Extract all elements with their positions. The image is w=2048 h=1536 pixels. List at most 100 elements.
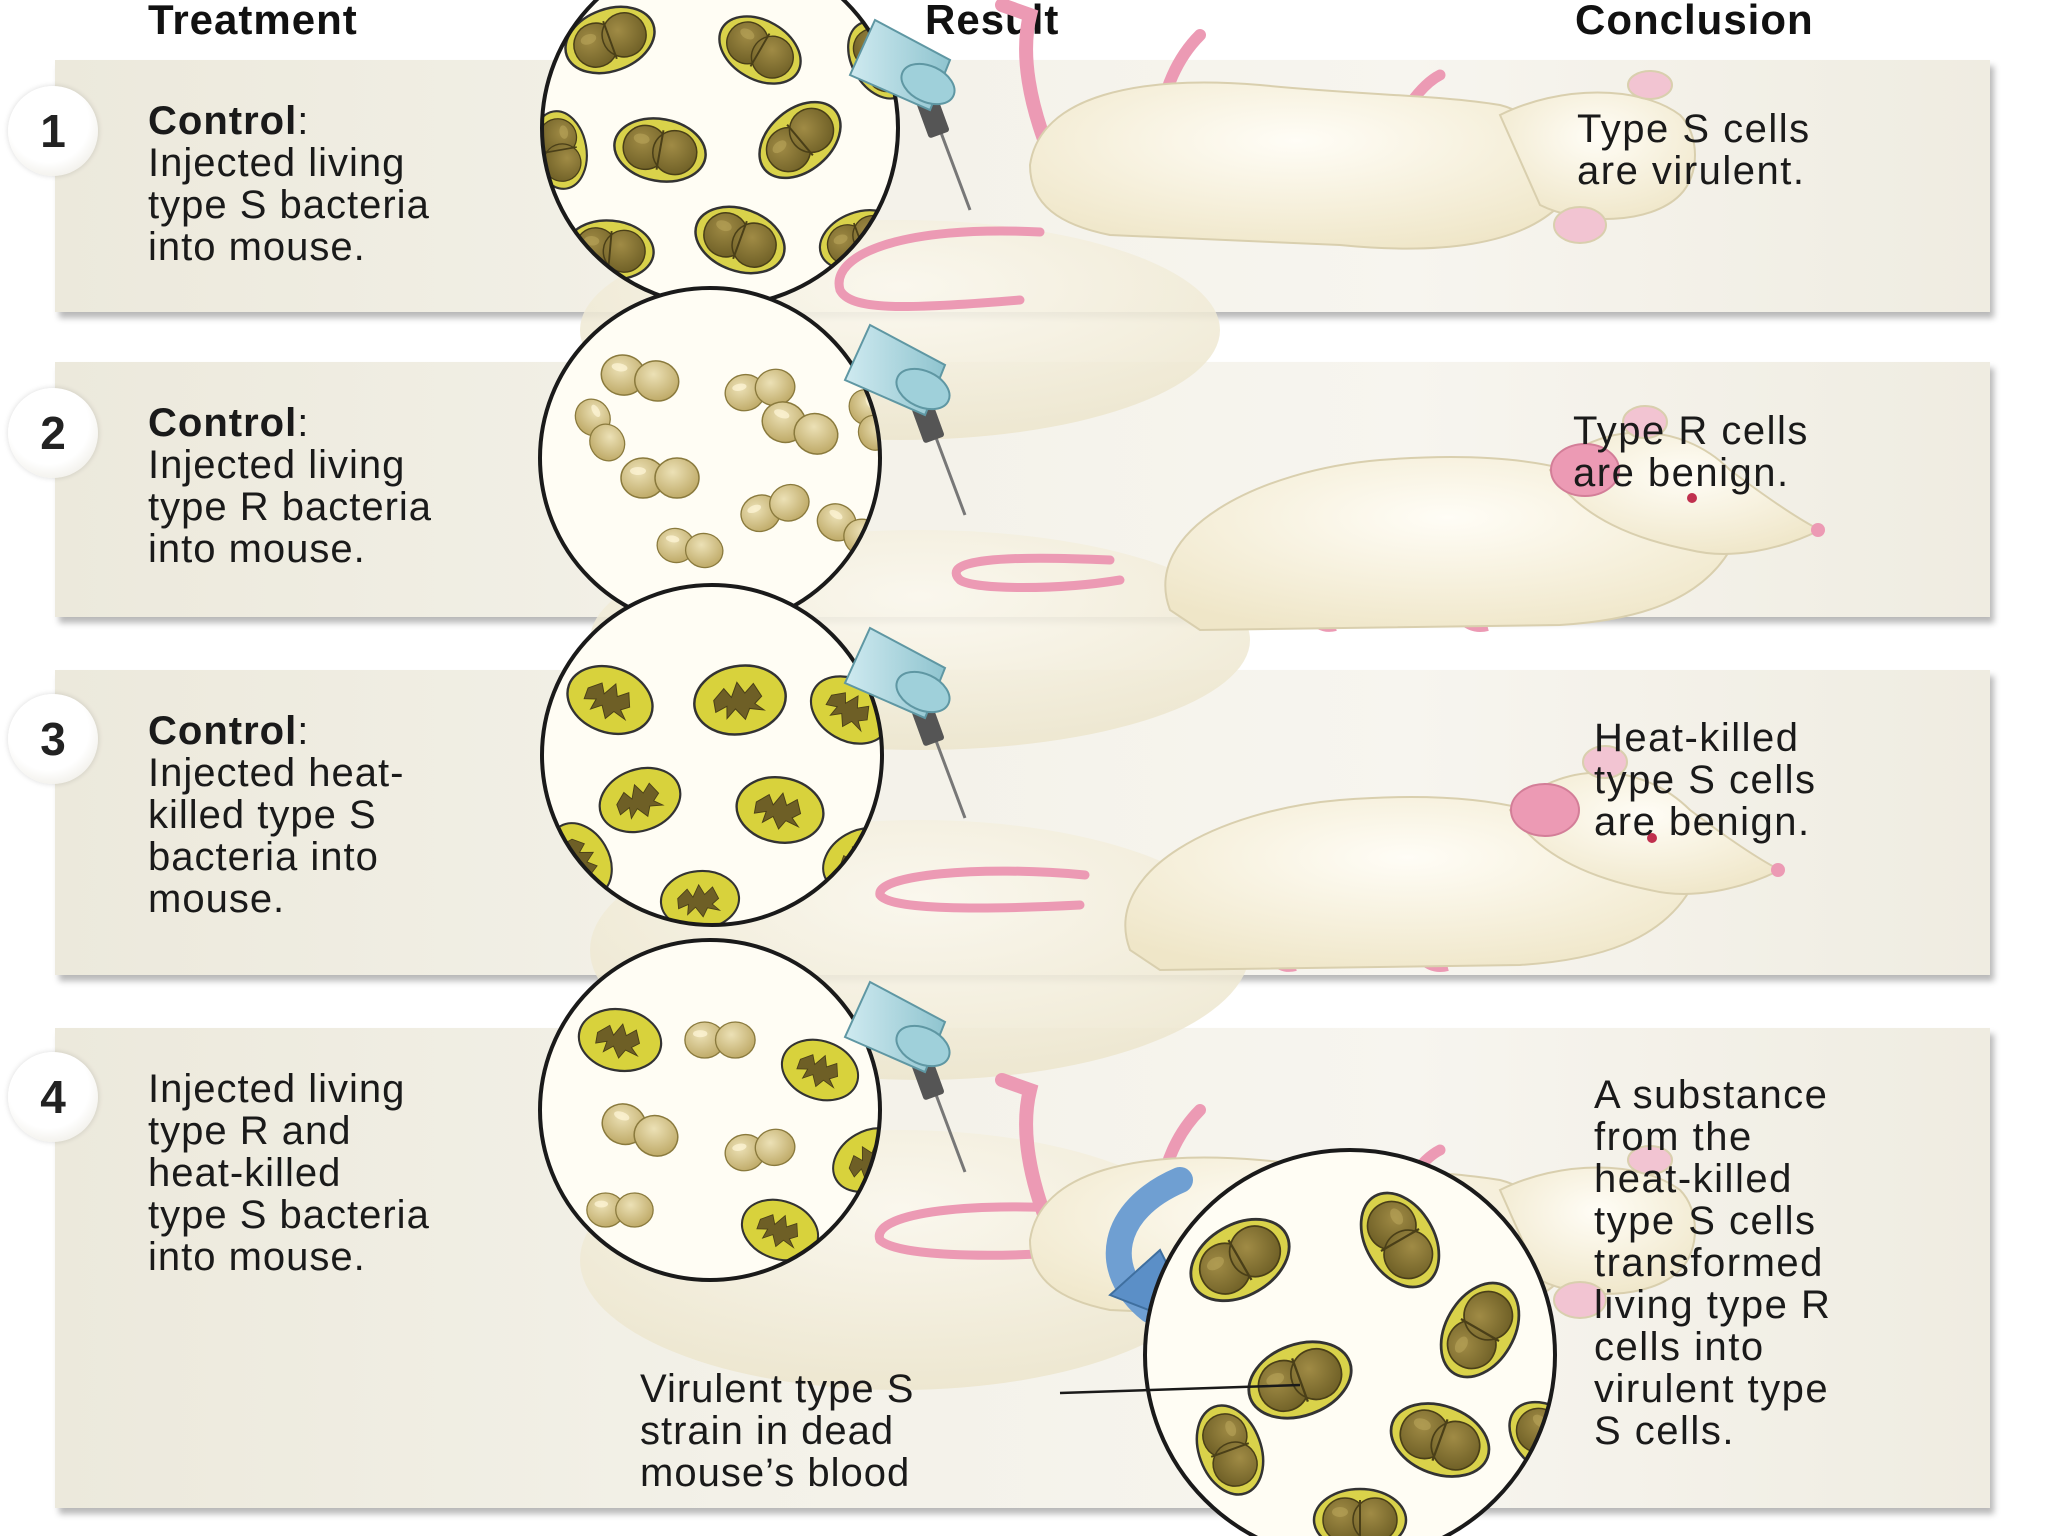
treatment-line: type R and — [148, 1109, 352, 1153]
healthy-mouse-3 — [1124, 745, 1785, 972]
treatment-line: killed type S — [148, 793, 377, 837]
blood-label-line: Virulent type S — [640, 1367, 915, 1411]
killed-s-cell — [780, 1038, 860, 1102]
s-cell — [758, 100, 842, 180]
conclusion-1: Type S cells are virulent. — [1577, 108, 1811, 192]
conclusion-line: are benign. — [1573, 451, 1790, 495]
conclusion-3: Heat-killed type S cells are benign. — [1594, 717, 1817, 843]
treatment-1: Control: Injected living type S bacteria… — [148, 99, 430, 269]
r-cell — [724, 1128, 796, 1172]
mouse-tail — [951, 553, 1125, 592]
healthy-mouse-2 — [1164, 405, 1825, 632]
blood-label-line: strain in dead — [640, 1409, 895, 1453]
r-cell — [656, 527, 724, 569]
step-number-2: 2 — [8, 388, 98, 478]
s-cell — [1359, 1191, 1441, 1289]
r-cell — [574, 398, 626, 462]
mouse-tail — [874, 1202, 1105, 1260]
r-cell — [684, 1021, 756, 1059]
treatment-line: type S bacteria — [148, 1193, 430, 1237]
killed-s-cell — [659, 869, 741, 925]
conclusion-line: cells into — [1594, 1325, 1765, 1369]
dead-mouse-1 — [995, 0, 1696, 250]
s-cell — [694, 205, 786, 275]
conclusion-line: type S cells — [1594, 758, 1817, 802]
step-number-4: 4 — [8, 1052, 98, 1142]
conclusion-line: virulent type — [1594, 1367, 1830, 1411]
conclusion-line: S cells. — [1594, 1409, 1735, 1453]
magnified-view-5 — [1143, 1148, 1557, 1536]
r-cell — [601, 1103, 679, 1157]
s-cell — [1195, 1404, 1265, 1496]
conclusion-line: A substance — [1594, 1073, 1829, 1117]
r-cell — [724, 368, 796, 412]
killed-s-cell — [577, 1007, 663, 1073]
conclusion-line: transformed — [1594, 1241, 1824, 1285]
treatment-4: Injected living type R and heat-killed t… — [148, 1068, 430, 1278]
killed-s-cell — [735, 776, 825, 844]
conclusion-line: Heat-killed — [1594, 716, 1800, 760]
treatment-line: Injected living — [148, 443, 406, 487]
s-cell — [1247, 1340, 1353, 1420]
killed-s-cell — [566, 664, 654, 736]
s-cell — [1439, 1281, 1521, 1379]
conclusion-4: A substance from the heat-killed type S … — [1594, 1074, 1831, 1452]
header-conclusion: Conclusion — [1575, 0, 1814, 43]
treatment-3: Control: Injected heat- killed type S ba… — [148, 709, 405, 921]
treatment-line: type R bacteria — [148, 485, 433, 529]
r-cell — [586, 1192, 654, 1228]
header-result: Result — [925, 0, 1060, 43]
mouse-tail — [834, 226, 1045, 312]
conclusion-line: heat-killed — [1594, 1157, 1793, 1201]
magnified-view-4 — [538, 938, 882, 1282]
blood-label-line: mouse’s blood — [640, 1451, 911, 1495]
treatment-line: heat-killed — [148, 1151, 342, 1195]
r-cell — [761, 401, 839, 455]
conclusion-line: from the — [1594, 1115, 1753, 1159]
r-cell — [620, 457, 700, 499]
conclusion-line: living type R — [1594, 1283, 1832, 1327]
cells-4 — [577, 1007, 880, 1262]
magnified-view-3 — [540, 583, 884, 927]
s-cell — [1189, 1217, 1291, 1303]
conclusion-2: Type R cells are benign. — [1573, 410, 1809, 494]
blood-sample-label: Virulent type S strain in dead mouse’s b… — [640, 1368, 914, 1494]
control-label: Control — [148, 401, 298, 445]
treatment-2: Control: Injected living type R bacteria… — [148, 401, 433, 571]
mouse-tail — [875, 866, 1090, 913]
s-cell — [718, 15, 802, 85]
step-number-3: 3 — [8, 694, 98, 784]
treatment-line: Injected living — [148, 1067, 406, 1111]
control-label: Control — [148, 709, 298, 753]
killed-s-cell — [740, 1198, 820, 1262]
treatment-line: into mouse. — [148, 1235, 366, 1279]
control-label: Control — [148, 99, 298, 143]
syringe-3 — [843, 626, 967, 819]
treatment-line: Injected heat- — [148, 751, 405, 795]
conclusion-line: type S cells — [1594, 1199, 1817, 1243]
killed-s-cell — [693, 664, 787, 736]
cells-3 — [547, 664, 882, 925]
s-cell — [564, 5, 656, 75]
syringe-1 — [848, 18, 972, 211]
treatment-line: mouse. — [148, 877, 286, 921]
conclusion-line: Type S cells — [1577, 107, 1811, 151]
step-number-1: 1 — [8, 86, 98, 176]
conclusion-line: Type R cells — [1573, 409, 1809, 453]
conclusion-line: are virulent. — [1577, 149, 1806, 193]
treatment-line: into mouse. — [148, 225, 366, 269]
killed-s-cell — [598, 766, 682, 834]
r-cell — [600, 354, 680, 402]
treatment-line: Injected living — [148, 141, 406, 185]
r-cell — [740, 483, 810, 533]
treatment-line: into mouse. — [148, 527, 366, 571]
syringe-2 — [843, 323, 967, 516]
s-cell — [613, 117, 707, 183]
blood-label-leader — [1059, 1383, 1301, 1395]
conclusion-line: are benign. — [1594, 800, 1811, 844]
syringe-4 — [843, 980, 967, 1173]
header-treatment: Treatment — [148, 0, 358, 43]
magnified-view-2 — [538, 286, 882, 630]
s-cell — [1389, 1402, 1491, 1478]
